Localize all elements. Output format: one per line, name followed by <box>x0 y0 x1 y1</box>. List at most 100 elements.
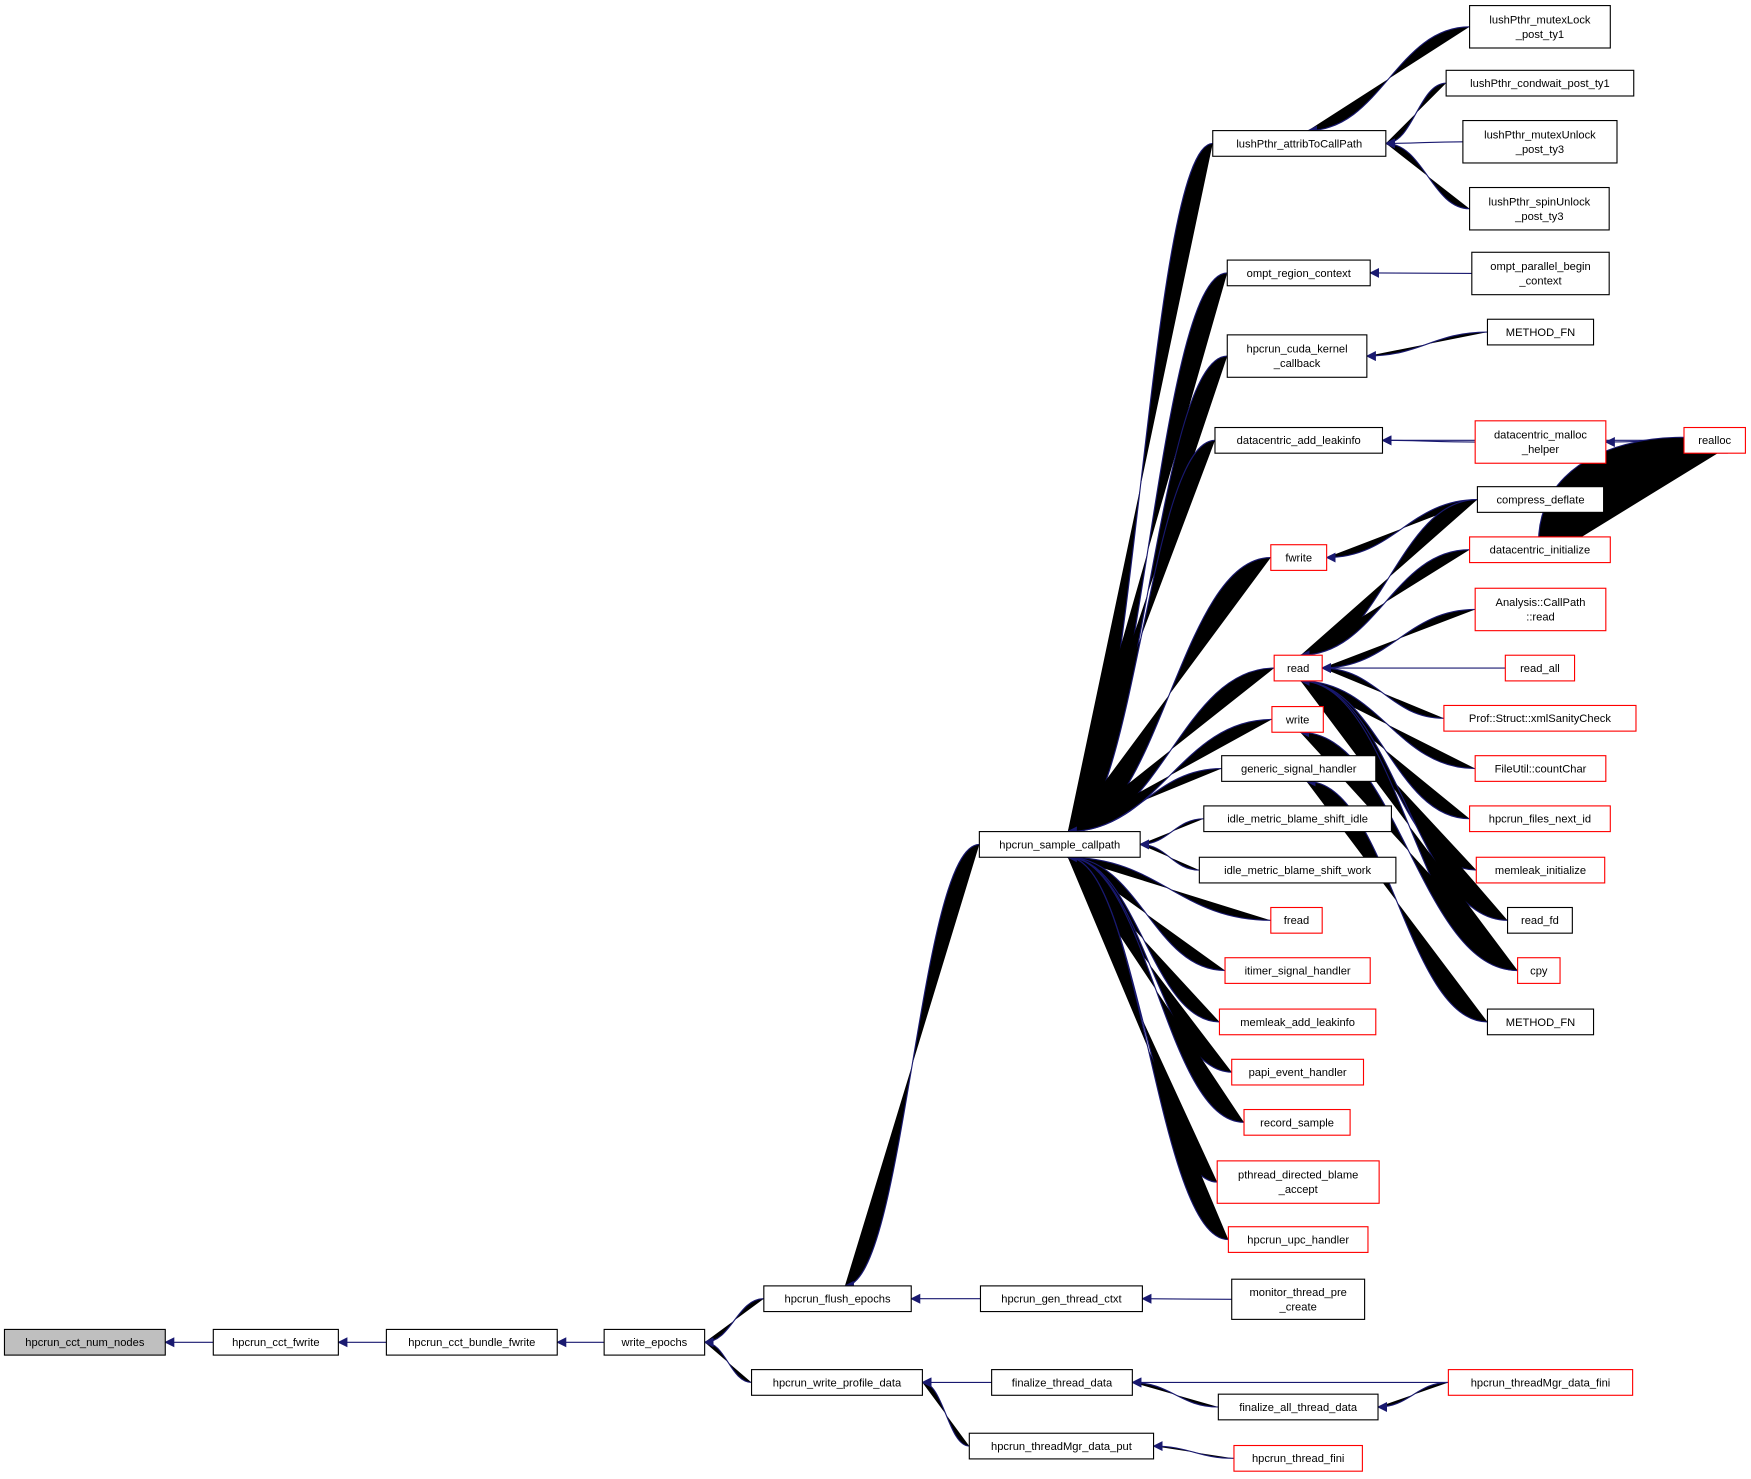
node-prof-struct-xmlsanitycheck[interactable]: Prof::Struct::xmlSanityCheck <box>1443 704 1637 732</box>
node-box <box>1198 856 1397 884</box>
node-datacentric-initialize[interactable]: datacentric_initialize <box>1469 536 1611 564</box>
node-monitor-thread-pre-create[interactable]: monitor_thread_pre_create <box>1231 1278 1366 1320</box>
node-lushpthr-mutexlock-post-ty1[interactable]: lushPthr_mutexLock_post_ty1 <box>1469 5 1611 49</box>
node-idle-metric-blame-shift-work[interactable]: idle_metric_blame_shift_work <box>1198 856 1397 884</box>
node-hpcrun-threadmgr-data-put[interactable]: hpcrun_threadMgr_data_put <box>968 1432 1155 1460</box>
node-lushpthr-spinunlock-post-ty3[interactable]: lushPthr_spinUnlock_post_ty3 <box>1469 186 1610 231</box>
node-itimer-signal-handler[interactable]: itimer_signal_handler <box>1224 957 1371 984</box>
node-lushpthr-attribtocallpath[interactable]: lushPthr_attribToCallPath <box>1212 130 1387 157</box>
node-box <box>212 1328 339 1356</box>
node-hpcrun-threadmgr-data-fini[interactable]: hpcrun_threadMgr_data_fini <box>1447 1369 1634 1396</box>
node-record-sample[interactable]: record_sample <box>1243 1108 1351 1136</box>
node-label: hpcrun_upc_handler <box>1247 1234 1349 1246</box>
node-hpcrun-thread-fini[interactable]: hpcrun_thread_fini <box>1233 1444 1363 1472</box>
node-idle-metric-blame-shift-idle[interactable]: idle_metric_blame_shift_idle <box>1203 805 1392 833</box>
node-label: itimer_signal_handler <box>1245 965 1351 977</box>
node-label: _post_ty3 <box>1514 211 1563 223</box>
node-label: memleak_initialize <box>1495 865 1586 877</box>
node-hpcrun-gen-thread-ctxt[interactable]: hpcrun_gen_thread_ctxt <box>979 1285 1143 1313</box>
node-box <box>978 831 1141 858</box>
node-box <box>991 1369 1133 1396</box>
node-cpy[interactable]: cpy <box>1517 957 1561 984</box>
node-label: hpcrun_cuda_kernel <box>1246 344 1347 356</box>
edge-prof-struct-xmlsanitycheck-to-read <box>1321 663 1444 719</box>
node-method-fn[interactable]: METHOD_FN <box>1486 1008 1595 1036</box>
node-label: compress_deflate <box>1496 494 1584 506</box>
node-fread[interactable]: fread <box>1270 906 1323 934</box>
node-box <box>1218 1008 1377 1036</box>
node-datacentric-malloc-helper[interactable]: datacentric_malloc_helper <box>1474 420 1607 464</box>
node-label: hpcrun_threadMgr_data_put <box>991 1441 1133 1453</box>
node-box <box>1447 1369 1634 1396</box>
edge-method-fn-to-hpcrun-cuda-kernel-callback <box>1365 331 1488 362</box>
node-box <box>1469 5 1611 49</box>
node-label: memleak_add_leakinfo <box>1240 1017 1355 1029</box>
node-write-epochs[interactable]: write_epochs <box>603 1328 706 1356</box>
node-label: write <box>1285 714 1310 726</box>
node-box <box>1506 906 1573 934</box>
node-fwrite[interactable]: fwrite <box>1270 544 1328 571</box>
node-box <box>1504 654 1576 682</box>
node-papi-event-handler[interactable]: papi_event_handler <box>1231 1058 1365 1086</box>
node-write[interactable]: write <box>1271 706 1324 733</box>
node-label: _context <box>1518 276 1562 288</box>
edge-idle-metric-blame-shift-idle-to-hpcrun-sample-callpath <box>1139 818 1204 850</box>
node-box <box>1203 805 1392 833</box>
node-label: _accept <box>1278 1184 1319 1196</box>
node-memleak-add-leakinfo[interactable]: memleak_add_leakinfo <box>1218 1008 1377 1036</box>
node-box <box>1469 805 1611 833</box>
node-finalize-thread-data[interactable]: finalize_thread_data <box>991 1369 1133 1396</box>
node-hpcrun-upc-handler[interactable]: hpcrun_upc_handler <box>1227 1226 1369 1253</box>
edge-lushpthr-mutexunlock-post-ty3-to-lushpthr-attribtocallpath <box>1384 138 1463 149</box>
node-box <box>1270 544 1328 571</box>
node-memleak-initialize[interactable]: memleak_initialize <box>1475 856 1606 884</box>
node-box <box>385 1328 558 1356</box>
node-box <box>1233 1444 1363 1472</box>
node-read-all[interactable]: read_all <box>1504 654 1576 682</box>
node-generic-signal-handler[interactable]: generic_signal_handler <box>1221 755 1377 782</box>
node-label: datacentric_initialize <box>1490 545 1590 557</box>
node-box <box>968 1432 1155 1460</box>
node-analysis-callpath-read[interactable]: Analysis::CallPath::read <box>1474 587 1607 632</box>
node-label: read_all <box>1520 663 1560 675</box>
node-label: hpcrun_gen_thread_ctxt <box>1001 1294 1122 1306</box>
node-label: hpcrun_flush_epochs <box>784 1294 891 1306</box>
node-label: Analysis::CallPath <box>1496 597 1586 609</box>
node-method-fn[interactable]: METHOD_FN <box>1486 318 1595 346</box>
node-hpcrun-cuda-kernel-callback[interactable]: hpcrun_cuda_kernel_callback <box>1226 334 1368 378</box>
node-read[interactable]: read <box>1273 654 1323 682</box>
node-box <box>1475 856 1606 884</box>
node-hpcrun-sample-callpath[interactable]: hpcrun_sample_callpath <box>978 831 1141 858</box>
node-hpcrun-flush-epochs[interactable]: hpcrun_flush_epochs <box>763 1285 912 1313</box>
node-hpcrun-cct-num-nodes[interactable]: hpcrun_cct_num_nodes <box>3 1328 166 1356</box>
node-box <box>1445 69 1635 97</box>
node-hpcrun-cct-bundle-fwrite[interactable]: hpcrun_cct_bundle_fwrite <box>385 1328 558 1356</box>
node-realloc[interactable]: realloc <box>1683 426 1746 454</box>
node-label: lushPthr_condwait_post_ty1 <box>1470 78 1610 90</box>
node-lushpthr-condwait-post-ty1[interactable]: lushPthr_condwait_post_ty1 <box>1445 69 1635 97</box>
node-label: finalize_thread_data <box>1012 1377 1113 1389</box>
node-label: METHOD_FN <box>1506 327 1575 339</box>
edge-hpcrun-thread-fini-to-hpcrun-threadmgr-data-put <box>1152 1441 1234 1459</box>
node-ompt-region-context[interactable]: ompt_region_context <box>1226 259 1371 287</box>
node-finalize-all-thread-data[interactable]: finalize_all_thread_data <box>1217 1393 1379 1421</box>
node-label: realloc <box>1698 435 1731 447</box>
edge-hpcrun-sample-callpath-to-hpcrun-flush-epochs <box>843 843 980 1291</box>
node-hpcrun-write-profile-data[interactable]: hpcrun_write_profile_data <box>750 1369 923 1396</box>
node-lushpthr-mutexunlock-post-ty3[interactable]: lushPthr_mutexUnlock_post_ty3 <box>1462 119 1618 164</box>
node-fileutil-countchar[interactable]: FileUtil::countChar <box>1474 755 1607 782</box>
node-hpcrun-cct-fwrite[interactable]: hpcrun_cct_fwrite <box>212 1328 339 1356</box>
node-box <box>1474 587 1607 632</box>
node-datacentric-add-leakinfo[interactable]: datacentric_add_leakinfo <box>1214 426 1384 454</box>
node-box <box>1474 755 1607 782</box>
edge-lushpthr-mutexlock-post-ty1-to-lushpthr-attribtocallpath <box>1306 26 1470 136</box>
node-label: idle_metric_blame_shift_work <box>1224 865 1371 877</box>
node-ompt-parallel-begin-context[interactable]: ompt_parallel_begin_context <box>1471 251 1610 296</box>
node-read-fd[interactable]: read_fd <box>1506 906 1573 934</box>
node-hpcrun-files-next-id[interactable]: hpcrun_files_next_id <box>1469 805 1611 833</box>
node-box <box>1224 957 1371 984</box>
node-compress-deflate[interactable]: compress_deflate <box>1476 486 1605 513</box>
node-box <box>1486 1008 1595 1036</box>
node-pthread-directed-blame-accept[interactable]: pthread_directed_blame_accept <box>1216 1160 1380 1204</box>
